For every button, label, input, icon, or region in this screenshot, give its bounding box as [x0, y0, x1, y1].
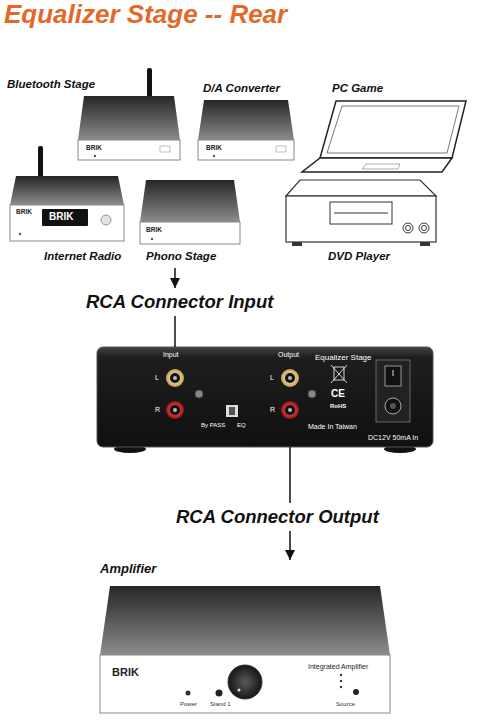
device-box: Bluetooth Stage [4, 66, 182, 162]
origin-note: Made In Taiwan [308, 423, 357, 431]
amplifier-device [100, 586, 390, 713]
laptop-box: PC Game [298, 82, 470, 174]
connector-heading: RCA Connector Output [172, 503, 383, 531]
control-label: Power [180, 701, 197, 708]
laptop [302, 101, 466, 172]
device-box: Internet Radio [8, 146, 126, 268]
control-label: Stand 1 [210, 701, 231, 708]
brand-logo: BRIK [146, 226, 162, 233]
dac-device [198, 100, 294, 160]
phono-device [140, 180, 240, 244]
brand-logo: BRIK [112, 666, 139, 679]
switch-label: By PASS [201, 422, 225, 429]
channel-label: L [155, 374, 159, 382]
radio-device [10, 146, 124, 241]
brand-logo: BRIK [206, 144, 222, 151]
bluetooth-device [78, 68, 180, 160]
channel-label: R [270, 406, 275, 414]
switch-label: EQ [237, 422, 246, 429]
player-box: DVD Player [283, 178, 439, 268]
port-label: Input [163, 351, 179, 359]
node-label: RCA Connector Output [176, 506, 379, 527]
power-rating: DC12V 50mA In [368, 434, 418, 442]
control-label: Source [336, 701, 355, 708]
node-label: Phono Stage [146, 250, 216, 263]
dvd-player [286, 180, 436, 246]
device-box: D/A Converter [198, 82, 294, 162]
connector [289, 447, 291, 503]
channel-label: R [155, 406, 160, 414]
port-label: Output [278, 351, 299, 359]
node-label: PC Game [332, 82, 383, 95]
node-label: D/A Converter [203, 82, 280, 95]
node-label: Amplifier [100, 562, 156, 577]
device-box: Phono Stage [138, 178, 240, 268]
node-label: Bluetooth Stage [7, 78, 95, 91]
rear-panel [97, 347, 433, 453]
connector [289, 531, 291, 560]
connector [174, 268, 176, 288]
node-label: RCA Connector Input [86, 291, 273, 312]
connector-heading: RCA Connector Input [82, 288, 278, 316]
page-title: Equalizer Stage -- Rear [4, 0, 287, 30]
node-label: Equalizer Stage [315, 353, 371, 362]
equalizer-panel: Equalizer Stage [97, 347, 433, 447]
connector [174, 316, 176, 347]
node-label: DVD Player [328, 250, 390, 263]
ce-mark: CE [331, 388, 345, 400]
display-logo: BRIK [49, 211, 73, 223]
node-label: Internet Radio [44, 250, 121, 263]
brand-logo: BRIK [86, 144, 102, 151]
amplifier-box: AmplifierIntegrated Amplifier [100, 560, 390, 714]
brand-logo: BRIK [16, 208, 32, 215]
node-caption: Integrated Amplifier [308, 663, 368, 671]
channel-label: L [270, 374, 274, 382]
rohs-mark: RoHS [330, 403, 346, 410]
